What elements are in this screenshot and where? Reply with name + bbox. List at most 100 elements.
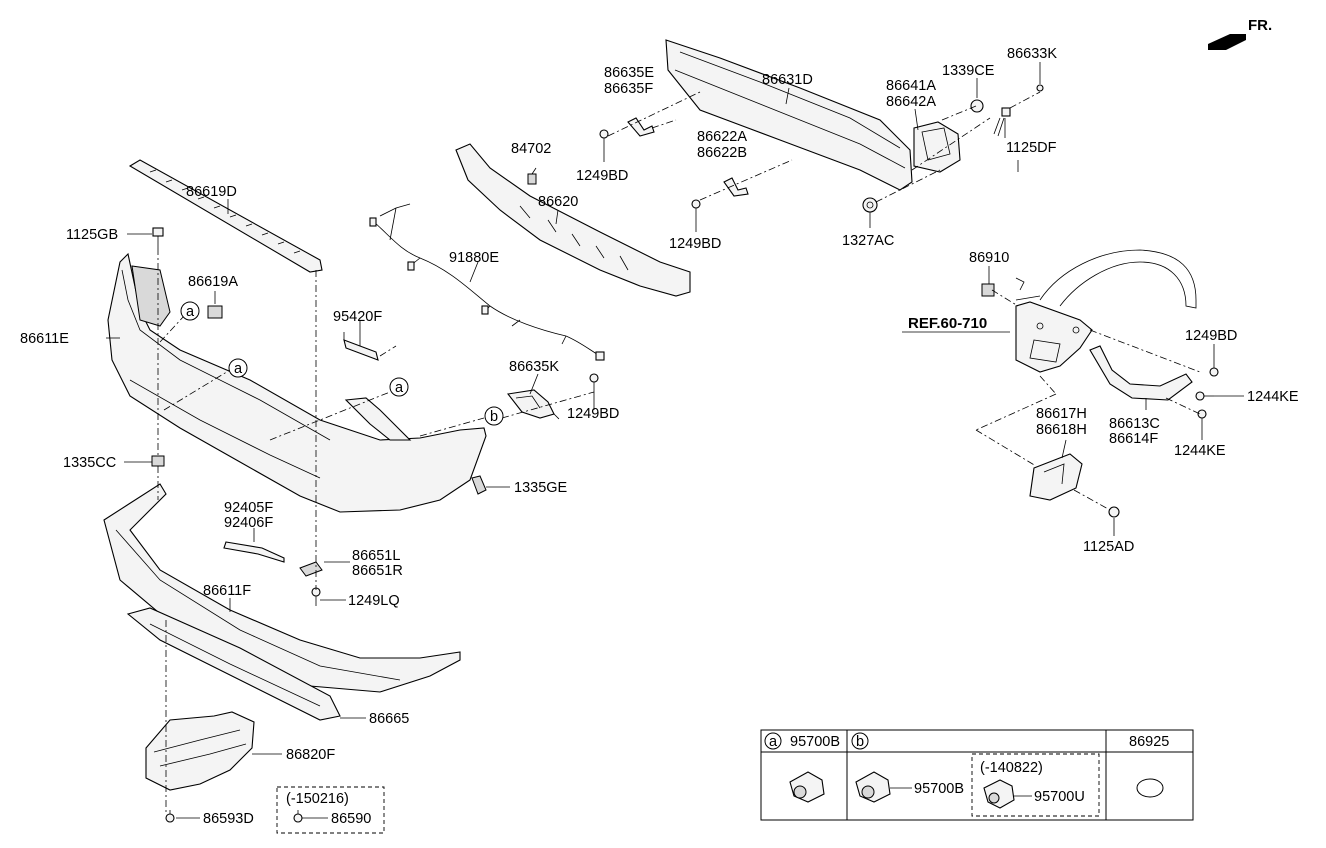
reflector-92405f [223, 541, 285, 563]
screw-1244ke-lower [1197, 409, 1207, 428]
callout-86593d: 86593D [203, 811, 254, 827]
parking-sensor-u-icon [983, 779, 1015, 809]
pad-86619a [207, 305, 223, 319]
clip-86590 [293, 810, 303, 823]
svg-text:a: a [395, 380, 404, 396]
callout-1125gb: 1125GB [66, 227, 118, 243]
mud-guard [1029, 453, 1083, 501]
legend-header-c-part: 86925 [1129, 734, 1169, 750]
lower-bumper-cover [103, 483, 461, 693]
svg-text:b: b [856, 734, 864, 750]
callout-1249lq: 1249LQ [348, 593, 400, 609]
callout-86633k: 86633K [1007, 46, 1057, 62]
callout-1249bd-right: 1249BD [1185, 328, 1237, 344]
bracket-86651l [299, 561, 323, 577]
nut-86633k [1036, 84, 1044, 92]
legend-b-part-2: 95700U [1034, 789, 1085, 805]
parking-sensor-a-icon [789, 771, 825, 803]
leader-lines [106, 62, 1244, 819]
callout-86820f: 86820F [286, 747, 335, 763]
wheel-arch-outline [1039, 249, 1197, 309]
legend-b-part-1: 95700B [914, 781, 964, 797]
callout-86665: 86665 [369, 711, 409, 727]
bracket-86635k [506, 389, 555, 419]
bolt-1125df [993, 107, 1011, 137]
screw-1244ke-upper [1195, 391, 1214, 401]
clip-86593d [165, 810, 175, 823]
clip-84702 [527, 173, 537, 185]
callout-86622b: 86622B [697, 145, 747, 161]
skid-plate [126, 607, 341, 721]
legend-variant-box [971, 753, 1100, 817]
variant-note-150216: (-150216) [286, 791, 349, 807]
legend-header-a-part: 95700B [790, 734, 840, 750]
screw-1249bd-right [1209, 367, 1219, 377]
circle-marker-b: b [484, 406, 504, 426]
callout-86631d: 86631D [762, 72, 813, 88]
nut-1327ac [862, 197, 878, 213]
callout-86619a: 86619A [188, 274, 238, 290]
callout-86620: 86620 [538, 194, 578, 210]
callout-1249bd-top: 1249BD [576, 168, 628, 184]
circle-marker-a-1: a [180, 301, 200, 321]
under-cover [145, 711, 255, 791]
screw-1249lq [311, 587, 321, 606]
callout-92405f: 92405F [224, 500, 273, 516]
circle-marker-a-2: a [228, 358, 248, 378]
bolt-1125ad [1108, 506, 1120, 518]
callout-86611e: 86611E [20, 331, 69, 347]
callout-1244ke-lower: 1244KE [1174, 443, 1226, 459]
callout-86635f: 86635F [604, 81, 653, 97]
screw-1249bd-top [599, 129, 609, 150]
callout-86651r: 86651R [352, 563, 403, 579]
sensor-bracket-95420f [343, 332, 379, 361]
callout-86613c: 86613C [1109, 416, 1160, 432]
callout-1249bd-mid: 1249BD [669, 236, 721, 252]
callout-1244ke-upper: 1244KE [1247, 389, 1299, 405]
legend-b-note: (-140822) [980, 760, 1043, 776]
parking-sensor-b-icon [855, 771, 891, 803]
bolt-1125gb [152, 227, 164, 248]
body-panel-edge [1015, 277, 1041, 301]
clip-1335cc [151, 455, 165, 467]
callout-86642a: 86642A [886, 94, 936, 110]
rear-bumper-beam [665, 39, 913, 191]
reference-bracket [1015, 301, 1093, 373]
callout-84702: 84702 [511, 141, 551, 157]
rear-bumper-cover [107, 252, 487, 513]
callout-86617h: 86617H [1036, 406, 1087, 422]
side-bracket-86613c [1089, 345, 1193, 401]
callout-86635e: 86635E [604, 65, 654, 81]
callout-86611f: 86611F [203, 583, 251, 599]
screw-1249bd-side [589, 373, 599, 396]
callout-86614f: 86614F [1109, 431, 1158, 447]
callout-86651l: 86651L [352, 548, 400, 564]
callout-1335cc: 1335CC [63, 455, 116, 471]
energy-absorber [455, 143, 691, 297]
svg-text:a: a [186, 304, 195, 320]
callout-1125ad: 1125AD [1083, 539, 1134, 555]
bumper-step-pad [128, 159, 323, 273]
callout-86618h: 86618H [1036, 422, 1087, 438]
beam-mounting-bracket [913, 121, 961, 173]
clip-1335ge [471, 475, 487, 495]
callout-86635k: 86635K [509, 359, 559, 375]
callout-86641a: 86641A [886, 78, 936, 94]
callout-86910: 86910 [969, 250, 1009, 266]
callout-1125df: 1125DF [1006, 140, 1057, 156]
front-direction-label: FR. [1248, 17, 1272, 34]
svg-text:a: a [769, 734, 778, 750]
callout-1327ac: 1327AC [842, 233, 894, 249]
clip-86622a [723, 177, 749, 197]
alignment-lines [157, 91, 1201, 812]
callout-91880e: 91880E [449, 250, 499, 266]
front-direction-arrow-icon [1208, 34, 1246, 50]
variant-note-box [276, 786, 385, 834]
sensor-legend-table: a 95700B b 86925 95700B (-140822) 95700U [760, 729, 1194, 821]
callout-1249bd-side: 1249BD [567, 406, 619, 422]
clip-86635e [627, 117, 655, 137]
screw-1249bd-mid [691, 199, 701, 222]
callout-1339ce: 1339CE [942, 63, 995, 79]
callout-95420f: 95420F [333, 309, 382, 325]
